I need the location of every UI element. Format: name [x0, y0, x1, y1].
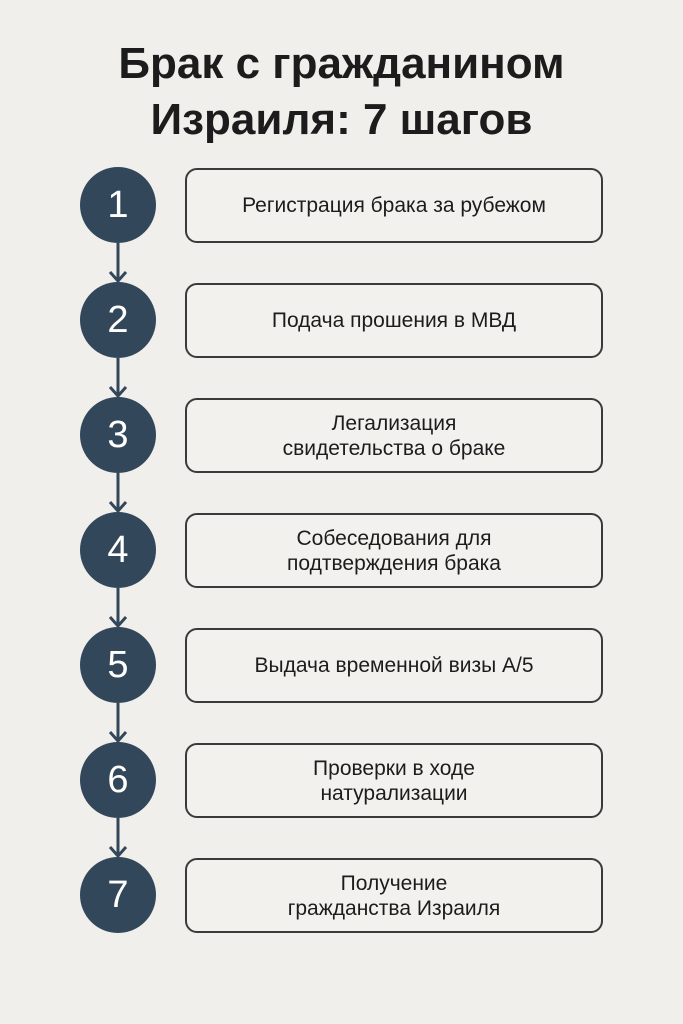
title-line-1: Брак с гражданином [118, 39, 565, 88]
step-number-circle: 7 [80, 857, 156, 933]
step-text: Собеседования для подтверждения брака [287, 526, 501, 575]
arrow-head-icon [108, 271, 128, 284]
step-number-circle: 4 [80, 512, 156, 588]
arrow-head-icon [108, 731, 128, 744]
arrow-head-icon [108, 616, 128, 629]
step-box: Собеседования для подтверждения брака [185, 513, 603, 588]
step-box: Регистрация брака за рубежом [185, 168, 603, 243]
step-box: Выдача временной визы А/5 [185, 628, 603, 703]
step-box: Получение гражданства Израиля [185, 858, 603, 933]
step-text: Проверки в ходе натурализации [313, 756, 475, 805]
step-number-circle: 2 [80, 282, 156, 358]
step-box: Подача прошения в МВД [185, 283, 603, 358]
diagram-title: Брак с гражданином Израиля: 7 шагов [0, 36, 683, 148]
step-box: Проверки в ходе натурализации [185, 743, 603, 818]
step-text: Легализация свидетельства о браке [282, 411, 506, 460]
arrow-head-icon [108, 846, 128, 859]
step-number-circle: 5 [80, 627, 156, 703]
step-text: Подача прошения в МВД [271, 309, 517, 332]
step-text: Выдача временной визы А/5 [254, 654, 534, 677]
step-box: Легализация свидетельства о браке [185, 398, 603, 473]
arrow-head-icon [108, 501, 128, 514]
step-number-circle: 6 [80, 742, 156, 818]
arrow-head-icon [108, 386, 128, 399]
step-text: Получение гражданства Израиля [287, 871, 501, 920]
title-line-2: Израиля: 7 шагов [150, 95, 533, 144]
step-text: Регистрация брака за рубежом [242, 194, 546, 217]
step-number-circle: 1 [80, 167, 156, 243]
step-number-circle: 3 [80, 397, 156, 473]
